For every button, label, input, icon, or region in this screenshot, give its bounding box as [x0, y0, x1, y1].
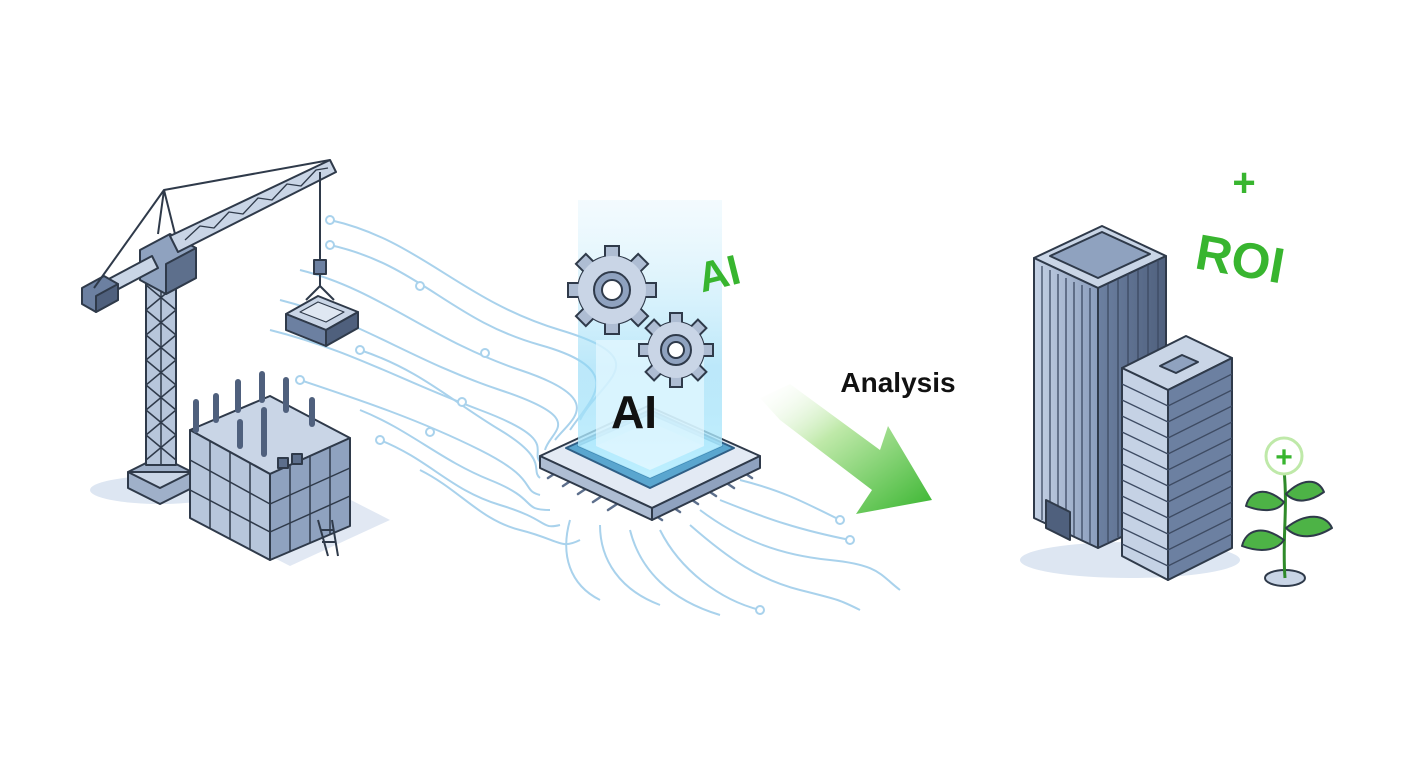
circuit-nodes	[295, 215, 855, 615]
sprout-plus-badge	[1264, 436, 1304, 476]
suspended-load	[285, 295, 359, 347]
roi-label: ROI	[1192, 224, 1289, 295]
roi-plus-icon: +	[1232, 161, 1255, 205]
tower-crane	[81, 159, 337, 505]
analysis-label: Analysis	[840, 367, 955, 398]
sprout-plus-icon: +	[1275, 441, 1293, 474]
gear-icon	[567, 245, 657, 335]
building-under-construction	[189, 371, 390, 566]
sprout-plant	[1241, 469, 1333, 587]
gear-icon-small	[638, 312, 714, 388]
analysis-arrow	[760, 384, 932, 514]
office-towers	[1020, 225, 1240, 581]
chip-label: AI	[611, 386, 657, 438]
